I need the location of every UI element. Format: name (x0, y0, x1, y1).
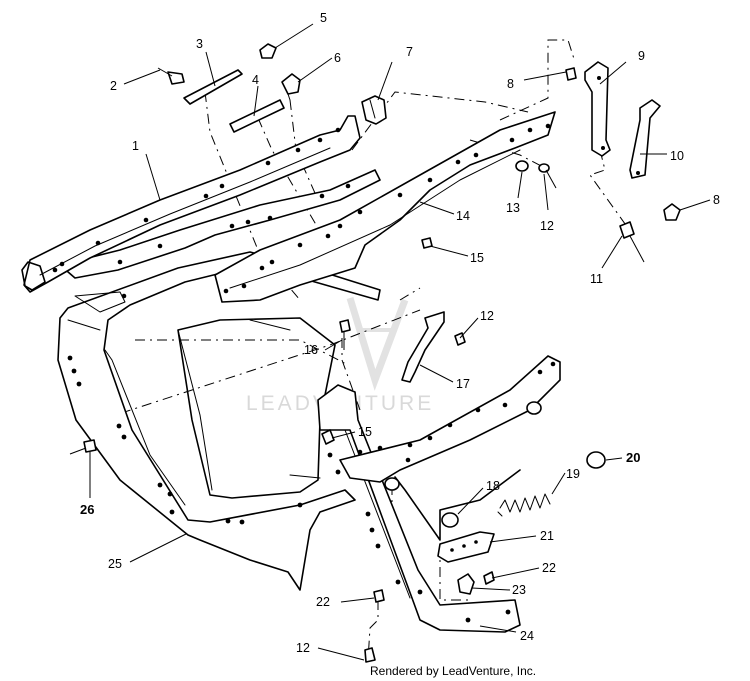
part-16-bolt (339, 319, 351, 350)
part-10-lever (629, 99, 661, 179)
part-18-plug (441, 512, 459, 528)
callout-12-bottom: 12 (296, 641, 310, 655)
callout-12-upper: 12 (540, 219, 554, 233)
callout-25: 25 (108, 557, 122, 571)
callout-12-mid: 12 (480, 309, 494, 323)
callout-6: 6 (334, 51, 341, 65)
callout-7: 7 (406, 45, 413, 59)
callout-3: 3 (196, 37, 203, 51)
callout-9: 9 (638, 49, 645, 63)
callout-5: 5 (320, 11, 327, 25)
callout-15-lower: 15 (358, 425, 372, 439)
part-6-grommet (281, 73, 301, 101)
callout-17: 17 (456, 377, 470, 391)
callout-8-right: 8 (713, 193, 720, 207)
part-15-hardware (321, 237, 433, 445)
part-22-23-hardware (373, 571, 495, 603)
callout-15-upper: 15 (470, 251, 484, 265)
callout-22-left: 22 (316, 595, 330, 609)
part-26-bolt (69, 439, 97, 455)
part-25-body-shroud (57, 251, 381, 591)
callout-2: 2 (110, 79, 117, 93)
part-21-plate (437, 531, 495, 563)
credit-text: Rendered by LeadVenture, Inc. (370, 664, 537, 678)
callout-14: 14 (456, 209, 470, 223)
callout-19: 19 (566, 467, 580, 481)
part-7-latch (361, 95, 387, 125)
part-1-upper-beam (21, 115, 361, 293)
callout-20: 20 (626, 450, 640, 465)
callout-16: 16 (304, 343, 318, 357)
callout-26: 26 (80, 502, 94, 517)
part-9-bracket (584, 61, 611, 157)
part-3-clip (183, 69, 243, 105)
callout-21: 21 (540, 529, 554, 543)
callout-labels: 1 2 3 4 5 6 7 8 8 9 10 11 12 12 12 13 14… (80, 11, 720, 655)
part-8-fasteners (565, 67, 681, 221)
callout-11: 11 (590, 272, 603, 286)
part-lower-fender-panel (339, 355, 561, 541)
callout-22-right: 22 (542, 561, 556, 575)
part-14-cross-member (214, 111, 556, 303)
callout-18: 18 (486, 479, 500, 493)
callout-1: 1 (132, 139, 139, 153)
callout-10: 10 (670, 149, 684, 163)
part-19-spring (497, 493, 551, 517)
leader-lines (89, 23, 711, 661)
part-4-strip (229, 99, 285, 133)
part-2-screw (157, 67, 185, 85)
part-11-pin (619, 221, 645, 263)
callout-13: 13 (506, 201, 520, 215)
callout-24: 24 (520, 629, 534, 643)
callout-8-top: 8 (507, 77, 514, 91)
part-5-cap (259, 43, 277, 59)
part-17-bracket (401, 311, 445, 383)
part-mid-plate (59, 169, 381, 313)
part-12-13-hardware (364, 160, 557, 663)
callout-23: 23 (512, 583, 526, 597)
part-20-plug (586, 451, 606, 469)
callout-4: 4 (252, 73, 259, 87)
